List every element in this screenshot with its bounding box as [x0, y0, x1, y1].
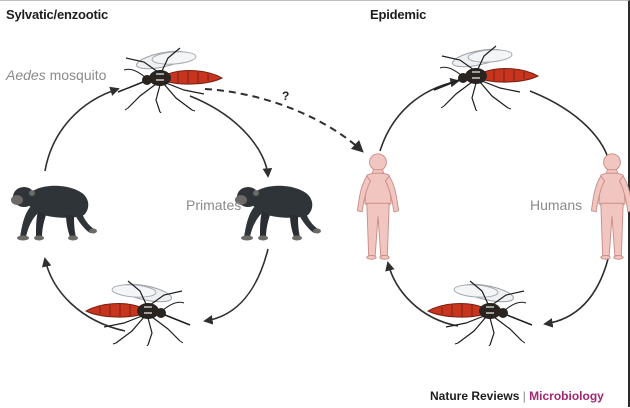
human-left-icon: [357, 154, 398, 259]
mosquito-bottom-left-icon: [86, 281, 190, 347]
sylvatic-panel-title: Sylvatic/enzootic: [6, 7, 108, 22]
humans-label: Humans: [530, 197, 582, 213]
arrow-human-to-mosquito-bottom-right: [545, 259, 608, 324]
journal-section: Microbiology: [529, 389, 604, 403]
primate-right-icon: [235, 186, 321, 241]
mosquito-top-right-icon: [434, 46, 538, 112]
primates-label: Primates: [186, 197, 241, 213]
primate-left-icon: [11, 186, 97, 241]
journal-credit: Nature Reviews | Microbiology: [430, 389, 604, 403]
mosquito-bottom-right-icon: [428, 281, 532, 347]
vector-label: Aedes mosquito: [6, 67, 106, 83]
arrow-primate-to-mosquito-bottom-left: [205, 249, 268, 321]
epidemic-panel-title: Epidemic: [370, 7, 426, 22]
vector-genus-label: Aedes: [6, 67, 46, 83]
vector-common-label: mosquito: [46, 67, 107, 83]
arrow-primate-to-mosquito-top-left: [45, 89, 118, 171]
arrow-human-to-mosquito-top-right: [380, 81, 458, 151]
arrow-mosquito-to-primate-left: [190, 96, 268, 176]
arrow-mosquito-to-primate-far-left: [45, 259, 125, 331]
credit-separator: |: [519, 389, 529, 403]
unknown-transfer-label: ?: [282, 89, 289, 103]
journal-name: Nature Reviews: [430, 389, 519, 403]
human-right-icon: [591, 154, 630, 259]
arrow-mosquito-to-human-right: [530, 91, 610, 166]
